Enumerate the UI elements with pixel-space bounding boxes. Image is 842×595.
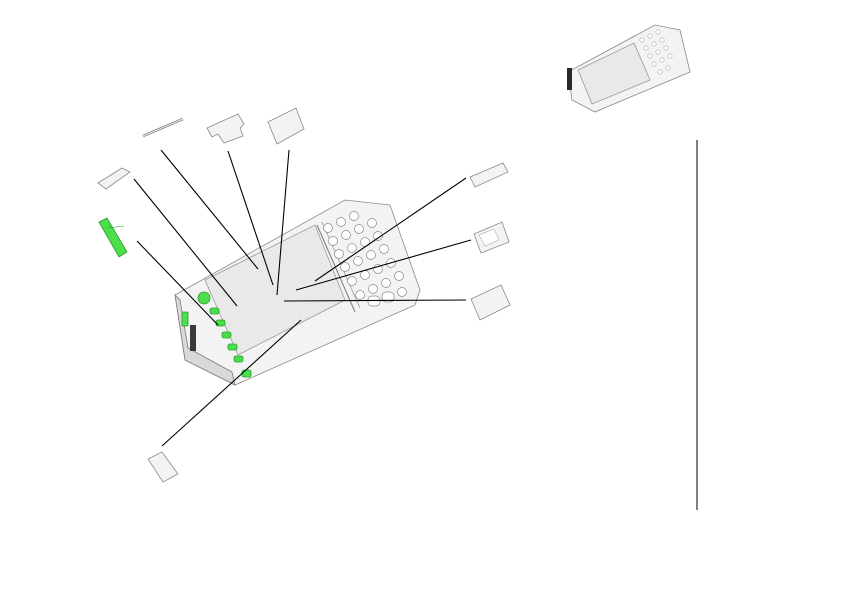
callout-bottom-tab [147, 451, 179, 483]
callout-flex-cable [469, 162, 509, 188]
device-screen [204, 224, 346, 356]
callout-cover-plate [267, 107, 305, 145]
callout-top-bracket [206, 113, 245, 144]
callout-keypad-sheet [473, 221, 510, 254]
callout-green-connector [98, 217, 128, 258]
callout-pin [142, 117, 184, 138]
keypad [323, 211, 407, 307]
device-housing [174, 199, 421, 386]
device-thumbnail [567, 24, 691, 113]
callout-clip [97, 167, 131, 190]
callout-shield-plate [470, 284, 511, 321]
leader-lines [133, 149, 472, 447]
side-buttons [181, 291, 252, 378]
